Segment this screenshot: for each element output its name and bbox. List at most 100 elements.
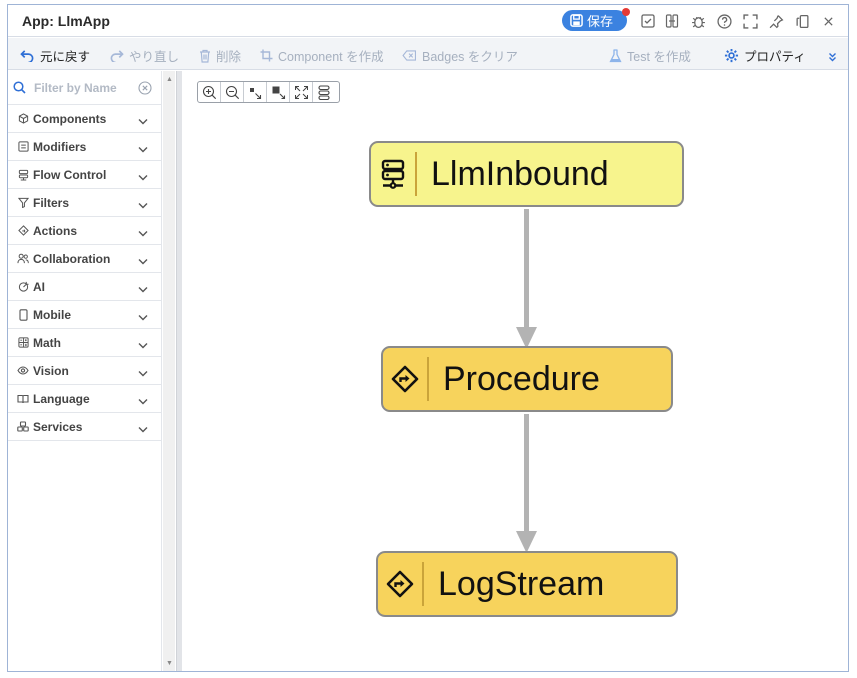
redo-label: やり直し bbox=[129, 50, 180, 64]
chevron-down-icon bbox=[138, 338, 148, 352]
category-services[interactable]: Services bbox=[8, 413, 162, 441]
search-icon bbox=[13, 81, 26, 99]
trash-icon bbox=[200, 49, 210, 63]
zoom-out-icon[interactable] bbox=[221, 82, 244, 102]
badge-clear-icon bbox=[402, 50, 417, 61]
panel-splitter[interactable] bbox=[176, 71, 182, 671]
create-test-button[interactable]: Test を作成 bbox=[609, 46, 691, 65]
category-label: Actions bbox=[33, 223, 78, 238]
compare-icon[interactable] bbox=[664, 13, 680, 29]
diamond-icon bbox=[17, 225, 29, 237]
flow-icon bbox=[17, 169, 29, 181]
category-label: Flow Control bbox=[33, 167, 107, 182]
scroll-up-icon[interactable]: ▲ bbox=[166, 76, 173, 83]
category-collaboration[interactable]: Collaboration bbox=[8, 245, 162, 273]
category-modifiers[interactable]: Modifiers bbox=[8, 133, 162, 161]
book-icon bbox=[17, 393, 29, 405]
category-math[interactable]: Math bbox=[8, 329, 162, 357]
category-filters[interactable]: Filters bbox=[8, 189, 162, 217]
delete-button[interactable]: 削除 bbox=[199, 46, 241, 65]
category-label: Modifiers bbox=[33, 139, 87, 154]
clear-badges-label: Badges をクリア bbox=[422, 50, 518, 64]
layout-icon[interactable] bbox=[313, 82, 336, 102]
flow-edge[interactable] bbox=[524, 414, 529, 533]
undo-label: 元に戻す bbox=[40, 50, 91, 64]
flow-node-procedure[interactable]: Procedure bbox=[381, 346, 673, 412]
chevron-down-icon bbox=[138, 254, 148, 268]
unsaved-indicator bbox=[622, 8, 630, 16]
filter-input[interactable] bbox=[34, 80, 134, 96]
category-vision[interactable]: Vision bbox=[8, 357, 162, 385]
chevron-down-icon bbox=[138, 114, 148, 128]
fit-icon[interactable] bbox=[290, 82, 313, 102]
cube-icon bbox=[17, 113, 29, 125]
shrink-icon[interactable] bbox=[244, 82, 267, 102]
ai-icon bbox=[17, 281, 29, 293]
check-square-icon[interactable] bbox=[640, 13, 656, 29]
chevron-down-icon bbox=[138, 226, 148, 240]
palette-sidebar: Components Modifiers Flow Control Filter… bbox=[8, 71, 162, 671]
undo-icon bbox=[20, 50, 34, 62]
title-bar: App: LlmApp 保存 bbox=[8, 5, 848, 37]
properties-label: プロパティ bbox=[744, 50, 806, 64]
flow-canvas[interactable]: LlmInbound Procedure LogStream bbox=[182, 71, 848, 671]
arrow-head-icon bbox=[516, 327, 537, 349]
create-component-button[interactable]: Component を作成 bbox=[260, 46, 384, 65]
category-label: Vision bbox=[33, 363, 69, 378]
crop-icon bbox=[260, 49, 273, 62]
node-separator bbox=[422, 562, 424, 606]
category-ai[interactable]: AI bbox=[8, 273, 162, 301]
category-label: Components bbox=[33, 111, 107, 126]
server-icon bbox=[371, 143, 415, 205]
popout-icon[interactable] bbox=[794, 13, 810, 29]
category-label: AI bbox=[33, 279, 45, 294]
flow-edge[interactable] bbox=[524, 209, 529, 329]
category-components[interactable]: Components bbox=[8, 105, 162, 133]
node-separator bbox=[427, 357, 429, 401]
close-icon[interactable] bbox=[820, 13, 836, 29]
category-label: Mobile bbox=[33, 307, 71, 322]
save-button[interactable]: 保存 bbox=[562, 8, 630, 31]
category-mobile[interactable]: Mobile bbox=[8, 301, 162, 329]
sidebar-scrollbar[interactable]: ▲ ▼ bbox=[163, 71, 175, 671]
users-icon bbox=[17, 253, 29, 265]
toolbar: 元に戻す やり直し 削除 Component を作成 Badges をクリア T… bbox=[8, 38, 848, 70]
category-label: Filters bbox=[33, 195, 70, 210]
chevron-down-icon bbox=[138, 422, 148, 436]
chevron-down-icon bbox=[138, 366, 148, 380]
double-chevron-down-icon[interactable] bbox=[828, 49, 837, 67]
help-icon[interactable] bbox=[716, 13, 732, 29]
chevron-down-icon bbox=[138, 198, 148, 212]
chevron-down-icon bbox=[138, 142, 148, 156]
scroll-down-icon[interactable]: ▼ bbox=[166, 660, 173, 667]
expand-icon[interactable] bbox=[267, 82, 290, 102]
category-flow-control[interactable]: Flow Control bbox=[8, 161, 162, 189]
flow-node-llminbound[interactable]: LlmInbound bbox=[369, 141, 684, 207]
node-label: LogStream bbox=[438, 564, 605, 603]
pin-icon[interactable] bbox=[768, 13, 784, 29]
node-label: LlmInbound bbox=[431, 154, 609, 193]
save-label: 保存 bbox=[587, 14, 614, 29]
route-diamond-icon bbox=[378, 553, 422, 615]
category-actions[interactable]: Actions bbox=[8, 217, 162, 245]
save-icon bbox=[570, 14, 583, 27]
category-language[interactable]: Language bbox=[8, 385, 162, 413]
clear-badges-button[interactable]: Badges をクリア bbox=[402, 46, 518, 65]
chevron-down-icon bbox=[138, 310, 148, 324]
flow-node-logstream[interactable]: LogStream bbox=[376, 551, 678, 617]
properties-button[interactable]: プロパティ bbox=[724, 46, 806, 65]
filter-icon bbox=[17, 197, 29, 209]
fullscreen-icon[interactable] bbox=[742, 13, 758, 29]
create-test-label: Test を作成 bbox=[627, 50, 691, 64]
category-label: Collaboration bbox=[33, 251, 111, 266]
undo-button[interactable]: 元に戻す bbox=[20, 46, 90, 65]
delete-label: 削除 bbox=[216, 50, 242, 64]
zoom-in-icon[interactable] bbox=[198, 82, 221, 102]
redo-button[interactable]: やり直し bbox=[109, 46, 179, 65]
chevron-down-icon bbox=[138, 394, 148, 408]
category-label: Language bbox=[33, 391, 90, 406]
bug-icon[interactable] bbox=[690, 13, 706, 29]
clear-filter-icon[interactable] bbox=[138, 81, 152, 100]
zoom-toolbar bbox=[197, 81, 340, 103]
category-label: Math bbox=[33, 335, 61, 350]
